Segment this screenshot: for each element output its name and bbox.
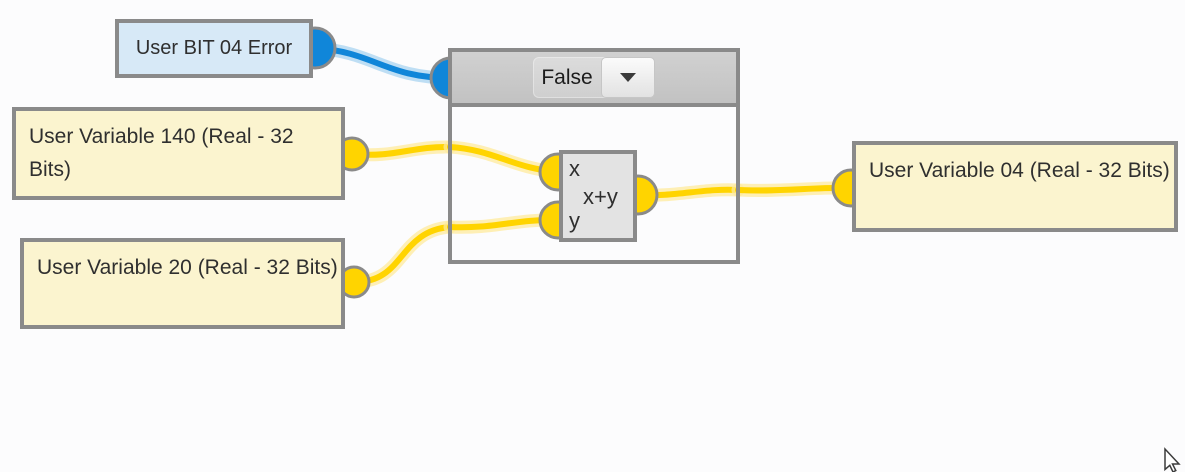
condition-selected-value: False bbox=[541, 65, 593, 89]
node-label: User BIT 04 Error bbox=[135, 37, 293, 59]
node-label: User Variable 04 (Real - 32 Bits) bbox=[869, 159, 1170, 182]
node-user-variable-140[interactable]: User Variable 140 (Real - 32 Bits) bbox=[12, 107, 345, 200]
node-add-xy[interactable]: x y x+y bbox=[559, 150, 637, 242]
node-user-variable-04[interactable]: User Variable 04 (Real - 32 Bits) bbox=[852, 141, 1178, 232]
add-y-label: y bbox=[569, 208, 580, 233]
chevron-down-icon bbox=[620, 73, 636, 82]
node-label: User Variable 140 (Real - 32 Bits) bbox=[29, 125, 294, 181]
condition-dropdown[interactable]: False bbox=[533, 57, 655, 98]
condition-header: False bbox=[452, 52, 736, 107]
node-condition-container[interactable]: False bbox=[448, 48, 740, 264]
node-user-variable-20[interactable]: User Variable 20 (Real - 32 Bits) bbox=[20, 238, 345, 329]
add-expression-label: x+y bbox=[583, 184, 618, 209]
dropdown-button[interactable] bbox=[601, 57, 655, 98]
node-user-bit-04-error[interactable]: User BIT 04 Error bbox=[115, 19, 313, 78]
node-label: User Variable 20 (Real - 32 Bits) bbox=[37, 256, 338, 279]
add-x-label: x bbox=[569, 156, 580, 181]
